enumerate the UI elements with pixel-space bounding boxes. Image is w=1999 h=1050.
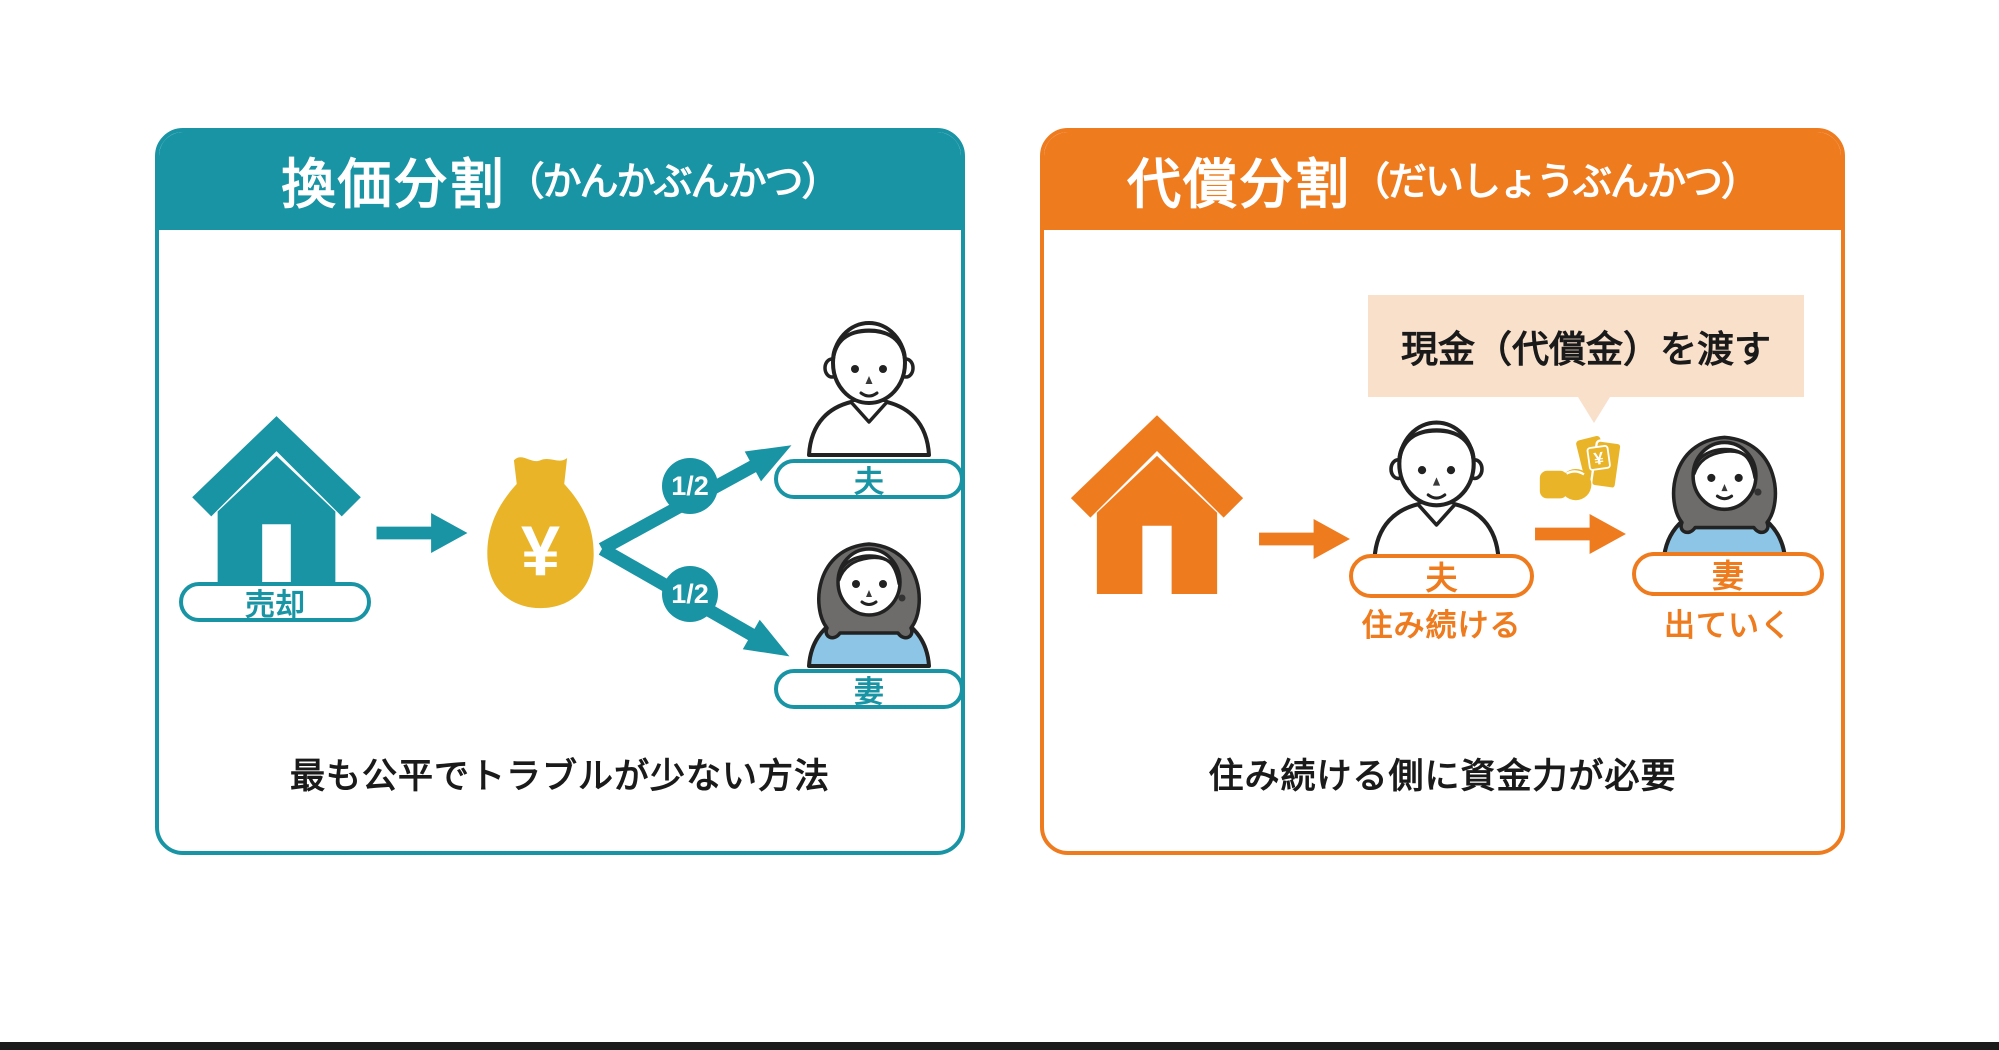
- right-arrow-icon: [1257, 519, 1352, 559]
- wife-label-pill: 妻: [1632, 552, 1824, 596]
- house-icon: [1067, 412, 1247, 594]
- leaves-note: 出ていく: [1664, 608, 1792, 643]
- yen-mark: ¥: [1593, 448, 1606, 469]
- daisho-bunkatsu-panel: 代償分割（だいしょうぶんかつ） 現金（代償金）を渡す: [1040, 128, 1845, 855]
- sale-label: 売却: [245, 589, 305, 622]
- right-panel-title-reading: （だいしょうぶんかつ）: [1350, 161, 1760, 204]
- wife-avatar: [1652, 409, 1797, 561]
- yen-symbol: ¥: [521, 511, 560, 590]
- cash-bubble-label: 現金（代償金）を渡す: [1401, 329, 1771, 370]
- husband-avatar: [799, 300, 939, 460]
- left-caption: 最も公平でトラブルが少ない方法: [289, 757, 830, 796]
- cash-hand-icon: ¥: [1538, 430, 1630, 518]
- right-caption: 住み続ける側に資金力が必要: [1208, 757, 1677, 796]
- husband-label-pill: 夫: [1349, 554, 1534, 598]
- husband-avatar: [1364, 404, 1509, 559]
- cash-bubble: 現金（代償金）を渡す: [1368, 295, 1804, 423]
- bottom-edge-bar: [0, 1042, 1999, 1050]
- house-icon: [189, 412, 364, 592]
- right-panel-title: 代償分割: [1126, 154, 1351, 215]
- right-arrow-icon: [376, 513, 468, 553]
- sale-label-pill: 売却: [179, 582, 371, 622]
- wife-avatar: [799, 512, 939, 670]
- left-panel-title-reading: （かんかぶんかつ）: [505, 161, 840, 204]
- kanka-bunkatsu-panel: 換価分割（かんかぶんかつ） 売却 ¥: [155, 128, 965, 855]
- right-arrow-icon: [1532, 514, 1629, 554]
- money-bag-icon: ¥: [482, 450, 599, 613]
- cash-bubble-tail: [1578, 397, 1610, 423]
- stays-note: 住み続ける: [1361, 608, 1522, 643]
- wife-label-pill: 妻: [774, 669, 961, 709]
- left-panel-header: 換価分割（かんかぶんかつ）: [159, 132, 961, 230]
- right-panel-header: 代償分割（だいしょうぶんかつ）: [1044, 132, 1841, 230]
- share-badge-bottom: 1/2: [662, 566, 718, 622]
- husband-label-pill: 夫: [774, 459, 961, 499]
- left-panel-title: 換価分割: [281, 154, 506, 215]
- share-badge-top: 1/2: [662, 458, 718, 514]
